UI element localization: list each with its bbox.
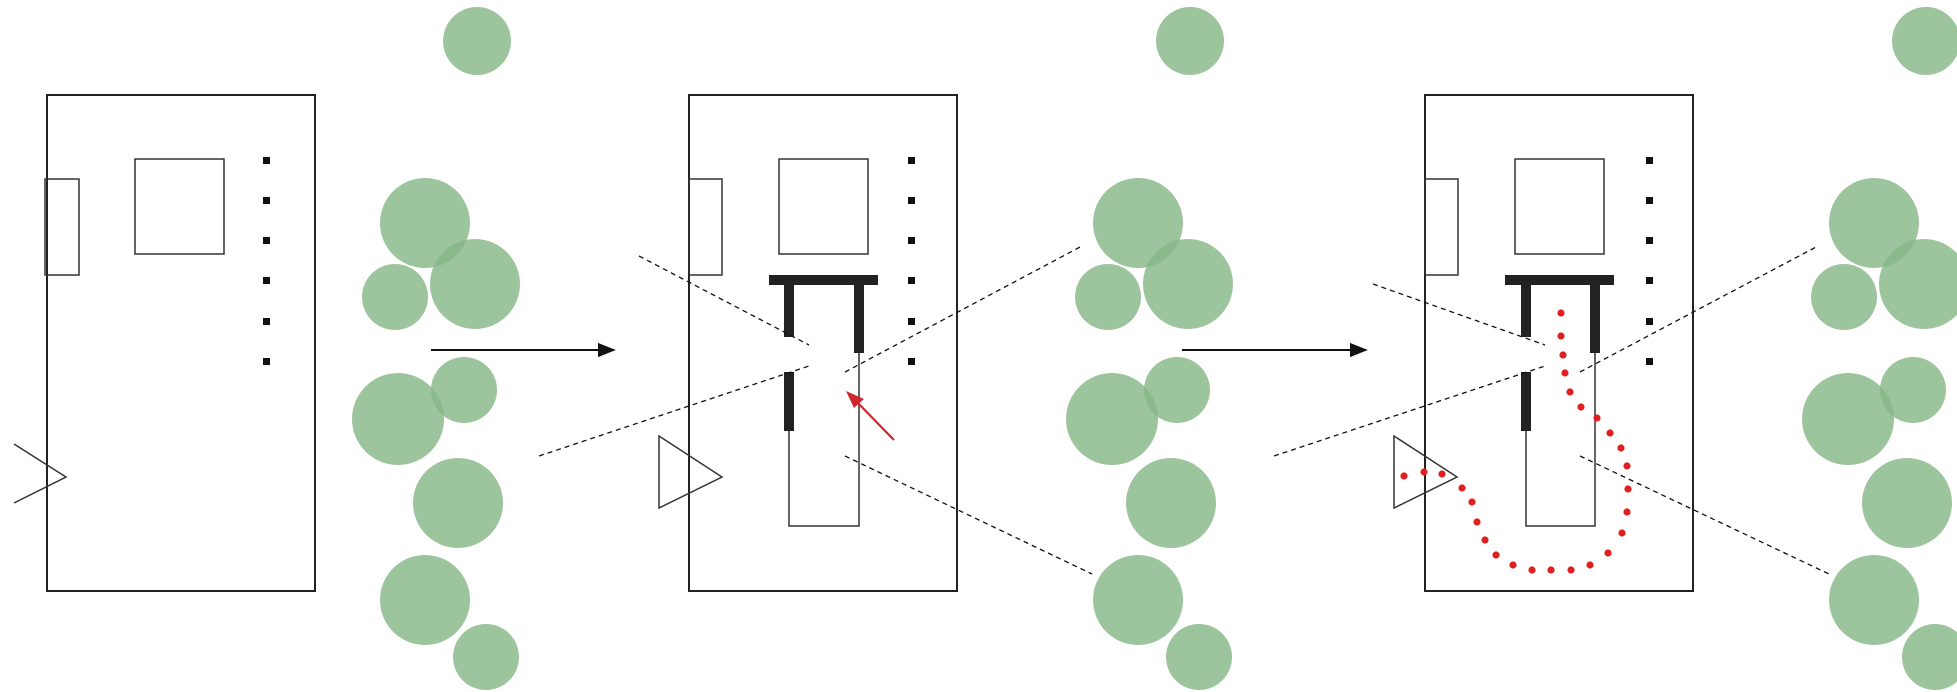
- panel-1: [13, 7, 520, 690]
- frame-outline: [1525, 353, 1596, 527]
- tree: [1829, 178, 1919, 268]
- sightline: [1372, 283, 1546, 346]
- tree: [431, 357, 497, 423]
- frame-structure: [769, 275, 878, 527]
- sightline: [1579, 455, 1830, 575]
- tree: [1143, 239, 1233, 329]
- tree: [1892, 7, 1957, 75]
- tree: [1880, 357, 1946, 423]
- dot-column: [1646, 157, 1653, 365]
- window-box: [778, 158, 869, 255]
- dot-column: [908, 157, 915, 365]
- tree: [362, 264, 428, 330]
- tree: [1166, 624, 1232, 690]
- tree-cluster: [352, 7, 520, 690]
- frame-structure: [1505, 275, 1614, 527]
- tree: [1066, 373, 1158, 465]
- tree-cluster: [1066, 7, 1233, 690]
- tree: [352, 373, 444, 465]
- sightline: [844, 245, 1083, 373]
- frame-beam: [1505, 275, 1614, 285]
- tree: [413, 458, 503, 548]
- frame-post-right: [1590, 285, 1600, 353]
- tree: [430, 239, 520, 329]
- frame-post-lower: [1521, 372, 1531, 431]
- walking-path: [1400, 309, 1632, 574]
- tree: [453, 624, 519, 690]
- tree: [1075, 264, 1141, 330]
- panel-2: [538, 7, 1233, 690]
- tree: [380, 555, 470, 645]
- tree: [1144, 357, 1210, 423]
- door-panel: [1424, 178, 1459, 276]
- panel-3: [1273, 7, 1957, 690]
- tree: [1802, 373, 1894, 465]
- tree-cluster: [1802, 7, 1957, 690]
- entry-marker: [658, 434, 724, 510]
- frame-post-left: [1521, 285, 1531, 337]
- window-box: [134, 158, 225, 255]
- sightline: [638, 255, 810, 346]
- frame-beam: [769, 275, 878, 285]
- tree: [1126, 458, 1216, 548]
- room-outline: [688, 94, 958, 592]
- tree: [380, 178, 470, 268]
- tree: [1902, 624, 1957, 690]
- sightline: [844, 455, 1093, 575]
- tree: [1879, 239, 1957, 329]
- tree: [443, 7, 511, 75]
- sightline: [1273, 365, 1546, 457]
- room-outline: [46, 94, 316, 592]
- door-panel: [44, 178, 80, 276]
- tree: [1093, 555, 1183, 645]
- sightlines: [538, 245, 1093, 575]
- sightline: [1579, 245, 1819, 373]
- frame-outline: [788, 353, 860, 527]
- room-outline: [1424, 94, 1694, 592]
- entry-marker: [1393, 434, 1459, 510]
- tree: [1811, 264, 1877, 330]
- tree: [1093, 178, 1183, 268]
- frame-post-right: [854, 285, 864, 353]
- hint-arrow: [846, 391, 895, 441]
- tree: [1829, 555, 1919, 645]
- frame-post-left: [784, 285, 794, 337]
- sightlines: [1273, 245, 1830, 575]
- tree: [1156, 7, 1224, 75]
- door-panel: [688, 178, 723, 276]
- window-box: [1514, 158, 1605, 255]
- sightline: [538, 365, 810, 457]
- entry-marker: [13, 443, 68, 504]
- dot-column: [263, 157, 270, 365]
- tree: [1862, 458, 1952, 548]
- frame-post-lower: [784, 372, 794, 431]
